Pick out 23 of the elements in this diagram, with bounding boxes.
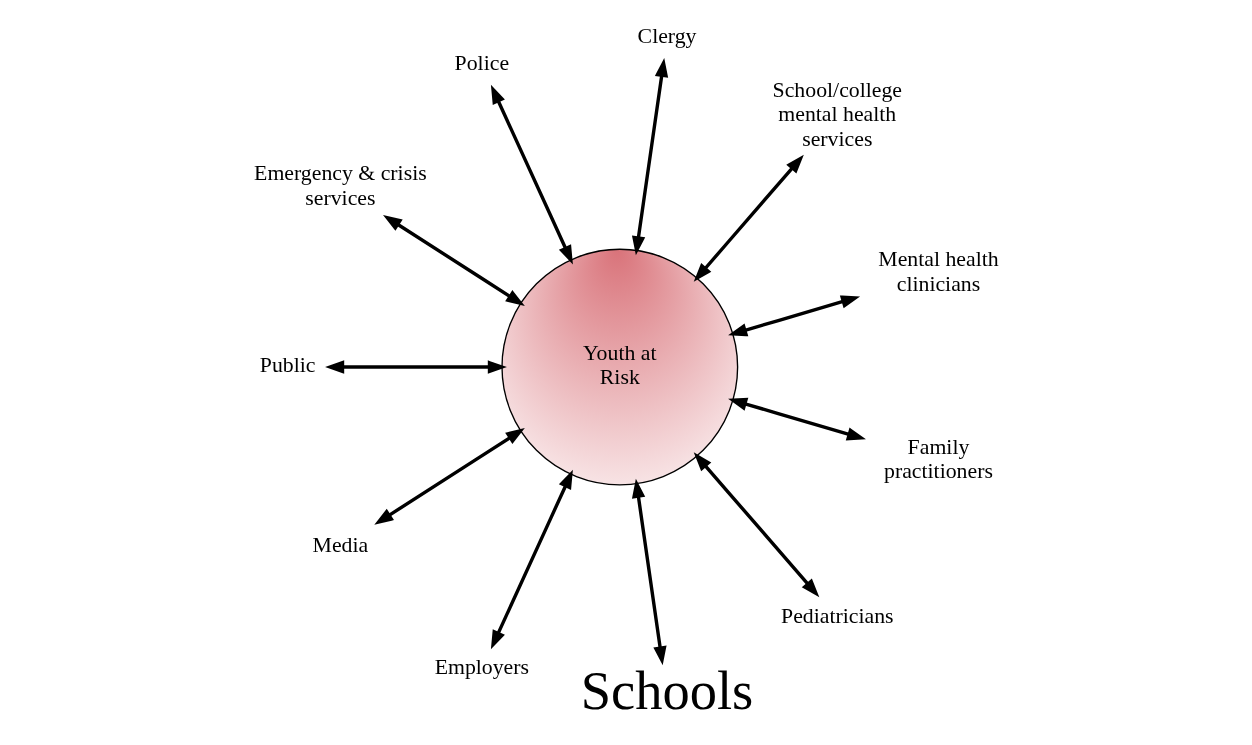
arrow [631, 57, 668, 256]
arrow [490, 469, 573, 650]
arrow [382, 214, 525, 307]
node-text: Employers [434, 655, 529, 680]
node-text: School/college mental health services [772, 77, 902, 151]
arrow [693, 154, 804, 282]
node-text: Mental health clinicians [877, 247, 999, 296]
node-text: Public [259, 353, 316, 378]
node-text: Pediatricians [780, 604, 894, 629]
node-circle: Youth at Risk [500, 248, 738, 486]
arrow [324, 360, 507, 374]
arrow [373, 428, 525, 525]
node-text: Media [312, 532, 368, 557]
node-text: Family practitioners [883, 434, 993, 484]
node-text: Clergy [637, 24, 697, 49]
arrow [693, 452, 819, 598]
node-text: Emergency & crisis services [253, 161, 427, 210]
arrow [631, 478, 667, 666]
arrow [490, 84, 573, 265]
node-text: Schools [580, 660, 753, 722]
arrow [727, 295, 860, 337]
node-text: Police [454, 51, 509, 76]
arrow [727, 397, 866, 441]
